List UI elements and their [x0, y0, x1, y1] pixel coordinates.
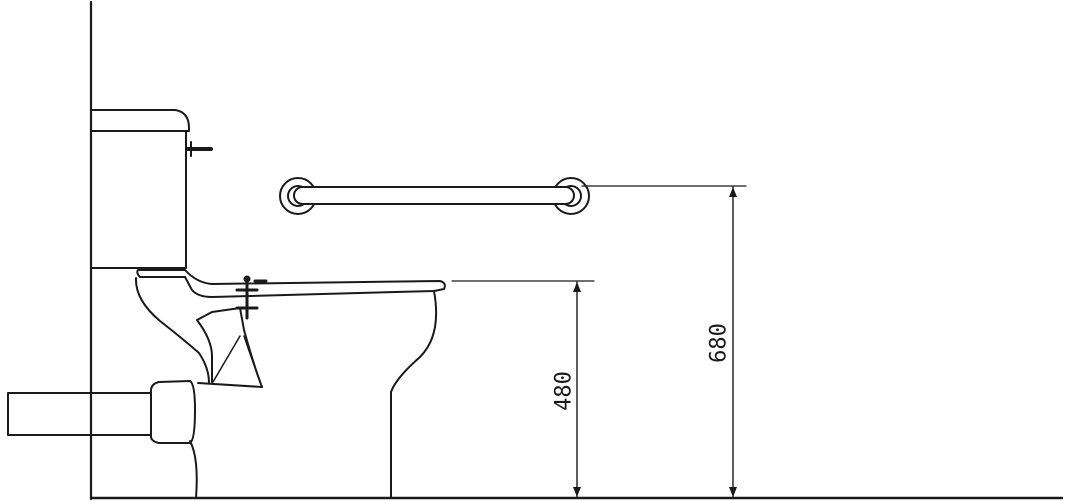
seat-hinge-bolt — [235, 275, 268, 320]
waste-pipe — [7, 380, 196, 444]
toilet-pan — [91, 267, 446, 499]
seat-height-dimension: 480 — [451, 280, 595, 498]
grab-rail — [279, 177, 590, 215]
rail-height-label: 680 — [707, 323, 732, 363]
cistern — [91, 109, 213, 268]
flush-lever-icon — [185, 141, 213, 157]
seat-height-label: 480 — [552, 371, 577, 411]
rail-height-dimension: 680 — [581, 185, 747, 498]
